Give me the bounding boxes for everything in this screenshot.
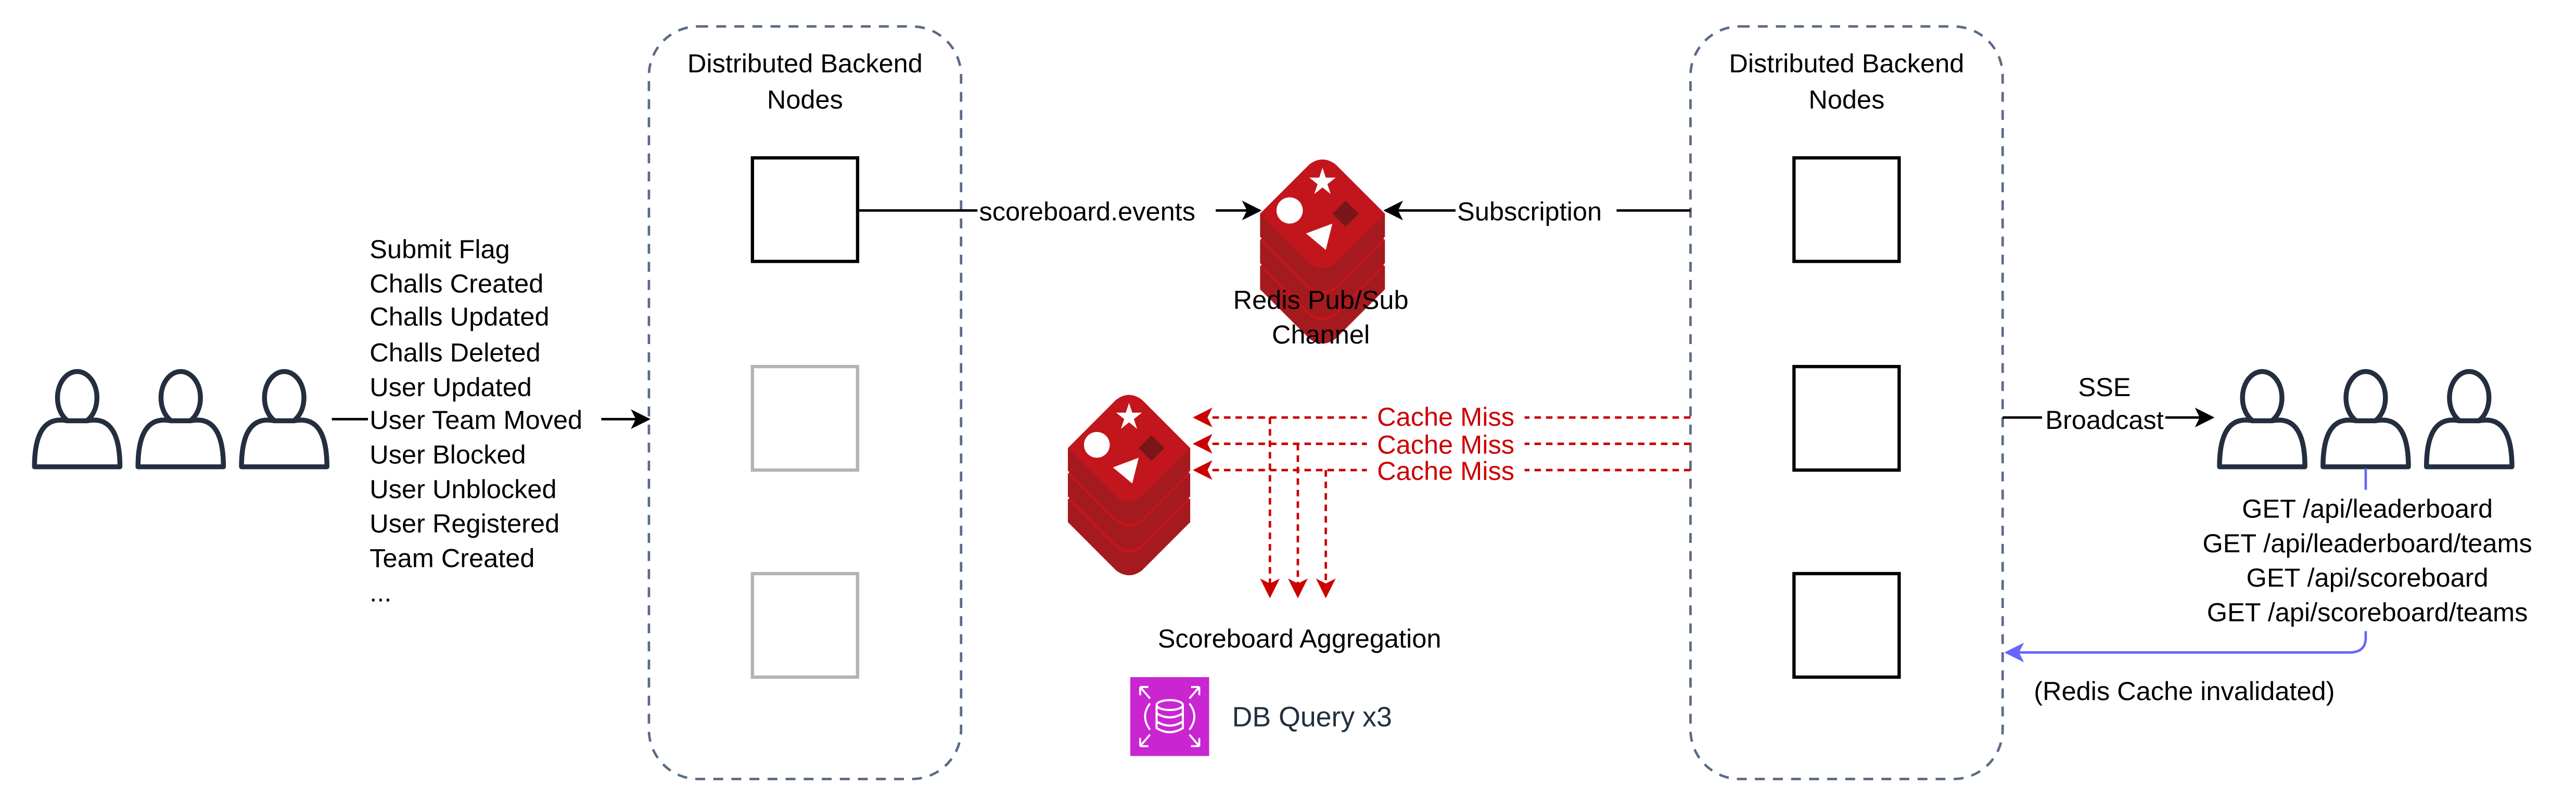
backend-node-active[interactable] — [750, 156, 860, 263]
cache-miss-label: Cache Miss — [1377, 402, 1514, 432]
api-endpoint: GET /api/leaderboard/teams — [2202, 528, 2532, 558]
user-icon — [239, 369, 329, 470]
api-endpoint: GET /api/scoreboard — [2247, 563, 2489, 592]
user-icon — [135, 369, 226, 470]
right-backend-container: Distributed Backend Nodes — [1689, 25, 2004, 780]
invalidate-arrow — [2004, 631, 2367, 663]
event-item: User Registered — [369, 509, 559, 538]
pubsub-caption: Redis Pub/Sub — [1233, 285, 1409, 315]
users-group-right — [2217, 369, 2515, 470]
sse-label: SSE — [2078, 372, 2131, 402]
subscribe-label: Subscription — [1457, 196, 1602, 226]
sse-label-2: Broadcast — [2045, 405, 2163, 435]
event-list: Submit Flag Challs Created Challs Update… — [369, 234, 582, 607]
aggregation-title: Scoreboard Aggregation — [1158, 624, 1442, 653]
right-container-title-2: Nodes — [1808, 85, 1884, 115]
users-group-left — [32, 369, 329, 470]
backend-node[interactable] — [1792, 156, 1901, 263]
user-icon — [2320, 369, 2411, 470]
db-query-label: DB Query x3 — [1232, 702, 1392, 733]
api-endpoint-list: GET /api/leaderboard GET /api/leaderboar… — [2202, 494, 2532, 627]
publish-label: scoreboard.events — [979, 196, 1195, 226]
event-item: User Blocked — [369, 439, 526, 469]
cache-miss-label: Cache Miss — [1377, 430, 1514, 460]
event-item: Submit Flag — [369, 234, 509, 264]
event-item: Challs Updated — [369, 301, 549, 331]
api-endpoint: GET /api/scoreboard/teams — [2207, 598, 2528, 627]
event-item: User Team Moved — [369, 405, 582, 435]
database-icon — [1130, 677, 1209, 756]
api-endpoint: GET /api/leaderboard — [2242, 494, 2493, 524]
backend-node[interactable] — [1792, 365, 1901, 472]
left-container-title-2: Nodes — [767, 85, 843, 115]
event-item: Challs Created — [369, 269, 543, 298]
event-item: Challs Deleted — [369, 338, 540, 367]
backend-node-inactive[interactable] — [750, 365, 860, 472]
user-icon — [2217, 369, 2307, 470]
left-backend-container: Distributed Backend Nodes — [647, 25, 963, 780]
right-container-title: Distributed Backend — [1729, 48, 1964, 78]
backend-node-inactive[interactable] — [750, 572, 860, 679]
invalidate-label: (Redis Cache invalidated) — [2034, 676, 2335, 706]
event-item: User Updated — [369, 372, 532, 402]
cache-miss-label: Cache Miss — [1377, 456, 1514, 486]
event-item: User Unblocked — [369, 474, 556, 504]
pubsub-caption-2: Channel — [1272, 320, 1370, 349]
left-container-title: Distributed Backend — [687, 48, 923, 78]
user-icon — [32, 369, 123, 470]
backend-node[interactable] — [1792, 572, 1901, 679]
event-item: Team Created — [369, 543, 534, 573]
event-item: ... — [369, 578, 391, 607]
redis-pubsub-icon — [1260, 159, 1385, 344]
user-icon — [2424, 369, 2515, 470]
redis-cache-icon — [1067, 395, 1191, 576]
